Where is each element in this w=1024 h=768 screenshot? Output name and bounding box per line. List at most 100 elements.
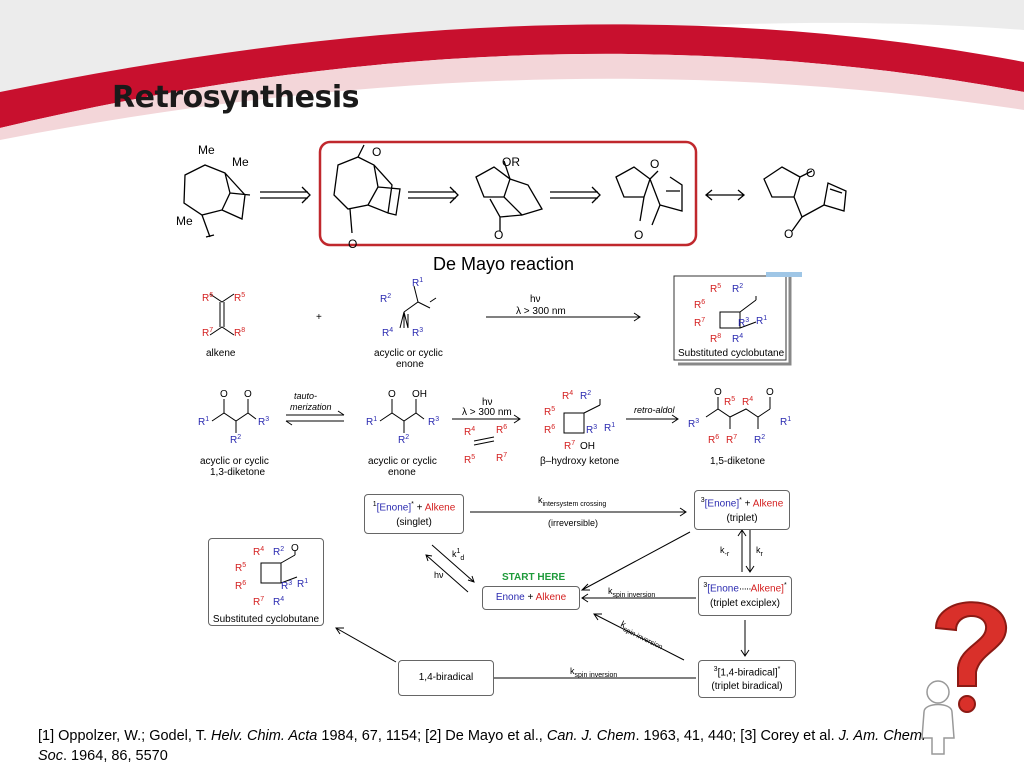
label-me-2: Me (232, 155, 249, 169)
exciplex-box: 3[Enone·····Alkene]* (triplet exciplex) (698, 576, 792, 616)
label-me-3: Me (176, 214, 193, 228)
references: [1] Oppolzer, W.; Godel, T. Helv. Chim. … (38, 726, 938, 766)
ref-1-journal: Helv. Chim. Acta (211, 728, 318, 744)
dk15-r4: R4 (742, 396, 753, 408)
diketone-label-2: 1,3-diketone (210, 467, 265, 478)
kd-label: k1d (452, 548, 464, 562)
dk-r2: R2 (230, 434, 241, 446)
al-r5: R5 (464, 454, 475, 466)
question-mark-icon (934, 601, 1008, 687)
mc-r3: R3 (281, 580, 292, 592)
arrow-triplet-to-start (580, 531, 691, 591)
singlet-alkene: Alkene (424, 502, 456, 514)
enone-label-2: enone (396, 359, 424, 370)
diketone15-label: 1,5-diketone (710, 456, 765, 467)
alkene-bonds (209, 293, 235, 336)
al-r6: R6 (496, 424, 507, 436)
dk-r1: R1 (198, 416, 209, 428)
highlight-box (318, 140, 698, 247)
cyclobutane-ring (260, 551, 298, 584)
cb-r1: R1 (756, 315, 767, 327)
ref-2-journal: Can. J. Chem (546, 728, 636, 744)
enone-label-1: acyclic or cyclic (374, 348, 443, 359)
hk-r1: R1 (604, 422, 615, 434)
double-arrow (704, 189, 746, 201)
swoosh-gray (0, 0, 1024, 120)
tauto-label-1: tauto- (294, 391, 317, 401)
exciplex-alkene: Alkene] (750, 583, 784, 595)
hydroxy-label: β–hydroxy ketone (540, 456, 620, 467)
reaction-row-2: O O R1 R3 R2 acyclic or cyclic 1,3-diket… (198, 387, 791, 478)
trip-birad-label: (triplet biradical) (711, 681, 783, 693)
start-here-label: START HERE (502, 572, 566, 583)
arrow-kr-up (737, 529, 747, 572)
enone-r2: R2 (380, 293, 391, 305)
ground-plus: + (527, 592, 534, 603)
lambda-label-2: λ > 300 nm (462, 407, 512, 418)
cyclobutane-shadow (678, 274, 792, 366)
ref-1-details: 1984, 67, 1154; [2] De Mayo et al., (317, 728, 547, 744)
mc-r5: R5 (235, 562, 246, 574)
dk15-r7: R7 (726, 434, 737, 446)
mc-r4b: R4 (273, 596, 284, 608)
arrow-birad-to-cyclo (335, 627, 397, 663)
enol-r1: R1 (366, 416, 377, 428)
dk15-o-2: O (766, 387, 774, 398)
triplet-alkene: Alkene (752, 498, 784, 510)
enol-o: O (388, 389, 396, 400)
hv-label-2: hν (482, 397, 493, 408)
cb-r6: R6 (694, 299, 705, 311)
label-o-7: O (784, 227, 793, 241)
swoosh-light (0, 53, 1024, 140)
singlet-box: 1[Enone]* + Alkene (singlet) (364, 494, 464, 534)
enone-r1: R1 (412, 277, 423, 289)
intermediate-1 (333, 144, 401, 234)
target-molecule (183, 164, 251, 238)
k-r-label: k-r (720, 545, 730, 558)
biradical-box: 1,4-biradical (398, 660, 494, 696)
dk15-r1: R1 (780, 416, 791, 428)
enol-r2: R2 (398, 434, 409, 446)
hk-oh: OH (580, 441, 595, 452)
arrow-kd-down (431, 544, 475, 583)
mc-o: O (291, 543, 299, 554)
label-o-3: O (494, 228, 503, 242)
intermediate-3 (615, 166, 683, 226)
label-me-1: Me (198, 143, 215, 157)
hv-label-3: hν (434, 570, 444, 580)
exciplex-species: 3[Enone·····Alkene]* (703, 582, 787, 595)
product-box (673, 275, 787, 361)
plus-sign: + (316, 312, 322, 323)
kr-label: kr (756, 545, 764, 558)
enol-label-2: enone (388, 467, 416, 478)
exciplex-label: (triplet exciplex) (709, 598, 781, 610)
enol-oh: OH (412, 389, 427, 400)
retrosynthesis-scheme: Me Me Me O O OR O O O O O (176, 140, 847, 251)
hk-r3: R3 (586, 424, 597, 436)
triplet-biradical-box: 3[1,4-biradical]* (triplet biradical) (698, 660, 796, 698)
kspin-label-2: kspin inversion (618, 619, 666, 651)
tauto-arrows (285, 410, 345, 426)
al-r4: R4 (464, 426, 475, 438)
singlet-label: (singlet) (396, 517, 432, 529)
intermediate-2 (475, 160, 543, 231)
o-1: O (220, 389, 228, 400)
cb-r7: R7 (694, 317, 705, 329)
enone-r4: R4 (382, 327, 393, 339)
page-title: Retrosynthesis (112, 80, 360, 115)
diagram-caption: De Mayo reaction (433, 254, 575, 274)
alkene-r8: R8 (234, 327, 245, 339)
precursor-molecule (763, 166, 847, 232)
cyclobutane-bonds (719, 296, 757, 329)
triplet-label: (triplet) (726, 513, 758, 525)
cb-r2: R2 (732, 283, 743, 295)
mc-r7: R7 (253, 596, 264, 608)
arrow-kr-down (745, 530, 755, 573)
retro-aldol-label: retro-aldol (634, 405, 676, 415)
enol-r3: R3 (428, 416, 439, 428)
kspin-label-3: kspin inversion (570, 666, 617, 679)
hk-r7: R7 (564, 440, 575, 452)
enone-r3: R3 (412, 327, 423, 339)
dk15-r2: R2 (754, 434, 765, 446)
cb-r3: R3 (738, 317, 749, 329)
